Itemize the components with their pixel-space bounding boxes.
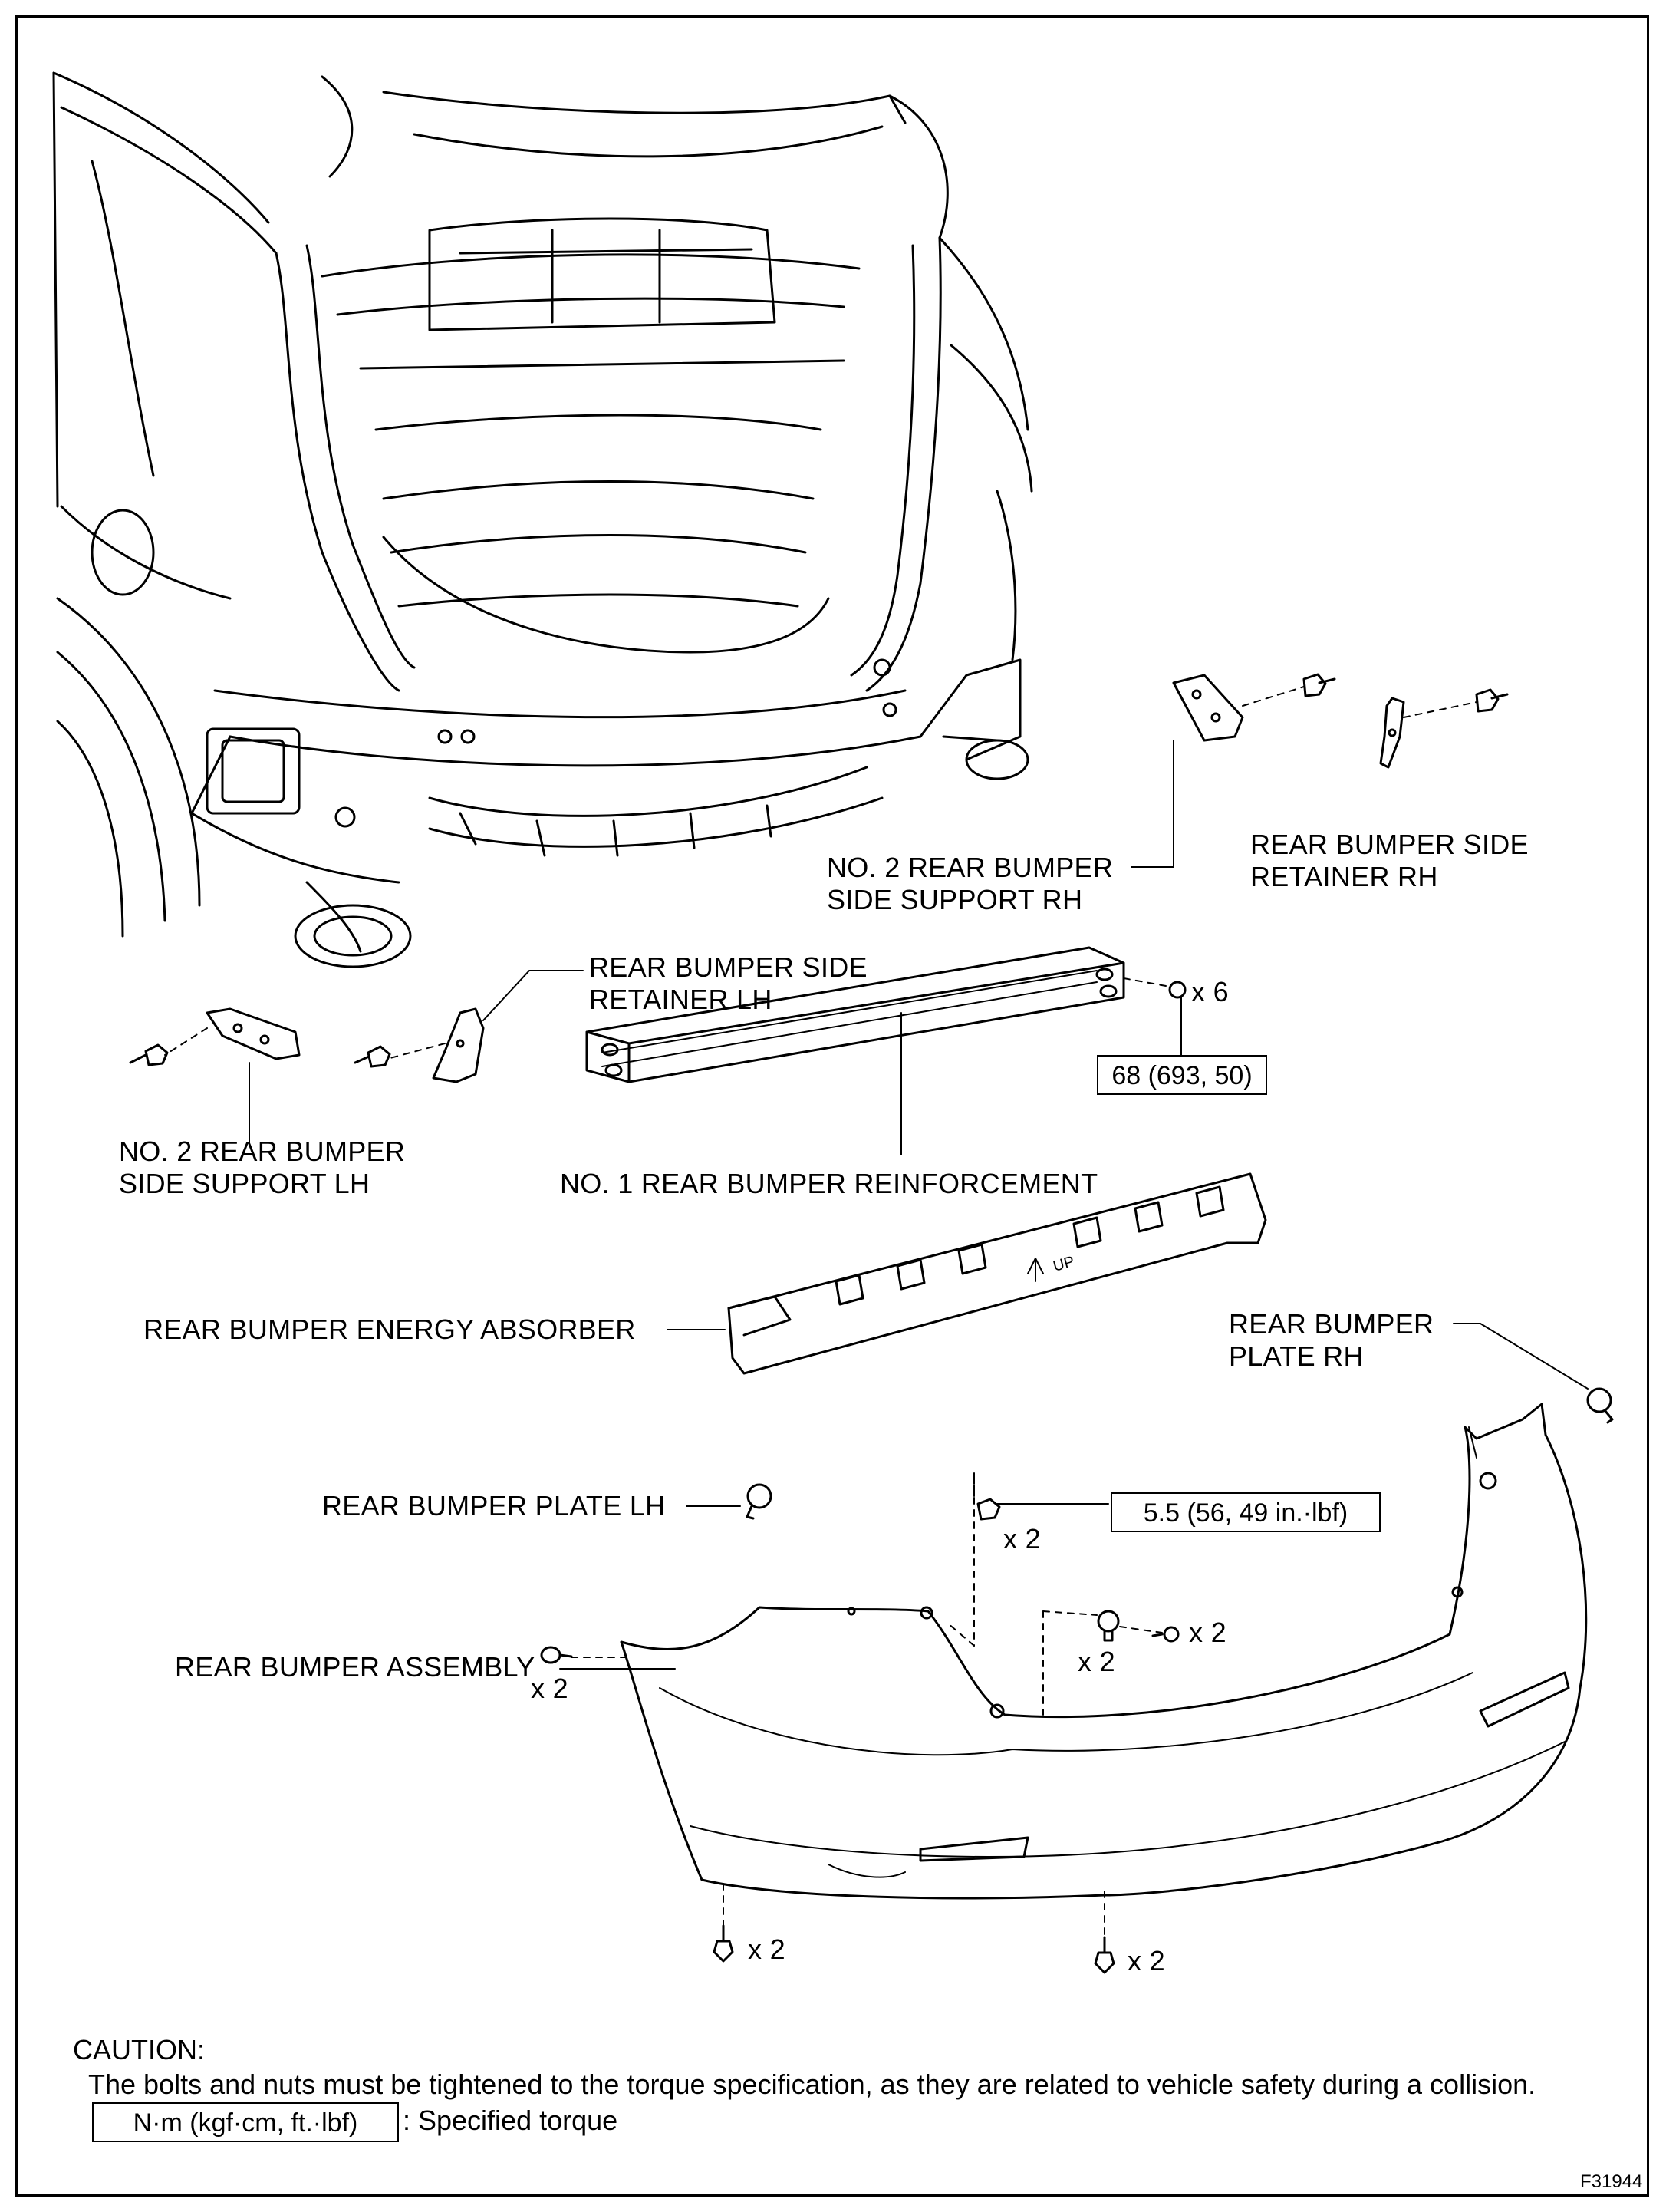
label-side-retainer-lh: REAR BUMPER SIDE RETAINER LH: [589, 951, 868, 1015]
label-energy-absorber: REAR BUMPER ENERGY ABSORBER: [143, 1314, 636, 1345]
caution-text: The bolts and nuts must be tightened to …: [88, 2069, 1536, 2100]
qty-lower-left: x 2: [748, 1933, 785, 1965]
caution-title: CAUTION:: [73, 2034, 206, 2065]
label-plate-lh: REAR BUMPER PLATE LH: [322, 1490, 666, 1521]
label-side-retainer-rh: REAR BUMPER SIDE RETAINER RH: [1250, 829, 1529, 892]
qty-upper-bolt: x 2: [1003, 1523, 1041, 1554]
bumper-assembly-part: [559, 1403, 1588, 1900]
energy-absorber-part: UP: [667, 1172, 1267, 1375]
label-side-support-lh: NO. 2 REAR BUMPER SIDE SUPPORT LH: [119, 1136, 406, 1199]
bumper-plate-lh-part: [686, 1483, 772, 1520]
side-retainer-rh-part: [1379, 688, 1509, 769]
side-support-lh-part: [129, 1007, 301, 1144]
side-support-rh-part: [1131, 673, 1336, 868]
label-side-support-rh: NO. 2 REAR BUMPER SIDE SUPPORT RH: [827, 852, 1114, 915]
qty-clip-b: x 2: [1078, 1646, 1115, 1677]
qty-lower-right: x 2: [1128, 1945, 1165, 1976]
qty-left-screw: x 2: [531, 1673, 568, 1704]
label-plate-rh: REAR BUMPER PLATE RH: [1229, 1308, 1434, 1372]
side-retainer-lh-part: [354, 970, 584, 1083]
torque-box-reinforcement: 68 (693, 50): [1097, 1055, 1267, 1095]
vehicle-rear-illustration: [52, 71, 1033, 968]
torque-legend-text: : Specified torque: [403, 2105, 618, 2136]
reinforcement-part: [585, 946, 1187, 1155]
label-reinforcement: NO. 1 REAR BUMPER REINFORCEMENT: [560, 1168, 1098, 1199]
torque-legend-box: N·m (kgf·cm, ft.·lbf): [92, 2102, 399, 2142]
diagram-frame: [15, 15, 1649, 2197]
figure-id: F31944: [1580, 2171, 1643, 2192]
qty-clip: x 2: [1189, 1617, 1226, 1648]
svg-text:UP: UP: [1052, 1253, 1077, 1274]
qty-nut: x 6: [1191, 976, 1229, 1007]
torque-box-bumper-bolt: 5.5 (56, 49 in.·lbf): [1111, 1492, 1381, 1532]
bumper-fasteners: [540, 1472, 1180, 1974]
label-bumper-assembly: REAR BUMPER ASSEMBLY: [175, 1651, 535, 1683]
bumper-plate-rh-part: [1453, 1323, 1614, 1424]
